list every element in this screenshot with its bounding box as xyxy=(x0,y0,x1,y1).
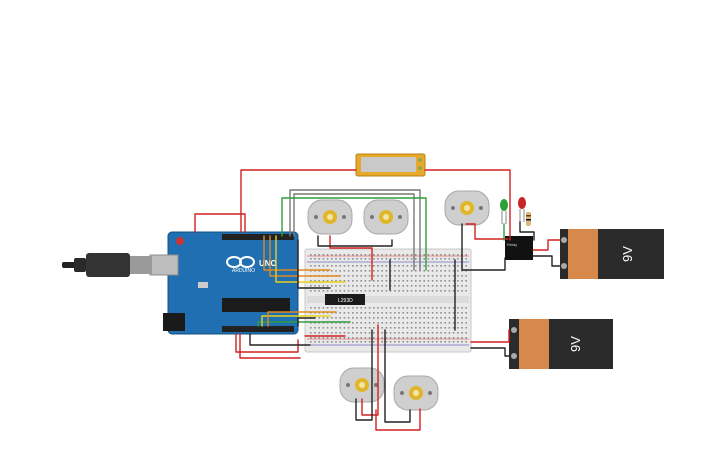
wire-black-battery-top xyxy=(532,255,561,267)
arduino-model-label: UNO xyxy=(259,259,277,268)
relay-label: Relay xyxy=(507,242,517,247)
wire-yellow-1 xyxy=(275,235,346,283)
wire-grey-lcd xyxy=(289,189,421,271)
wires[interactable] xyxy=(194,169,561,431)
wire-orange-1 xyxy=(263,235,331,271)
wire-black-battery-bottom xyxy=(470,347,510,357)
motor-top-right[interactable] xyxy=(444,190,490,226)
motor-bottom-left[interactable] xyxy=(339,367,385,403)
wire-red-battery-bottom xyxy=(470,329,510,343)
wire-red-bottom-loop xyxy=(239,333,301,359)
resistor[interactable] xyxy=(526,212,531,226)
wire-red-motor-down xyxy=(235,333,299,353)
wire-black-motor-bottom xyxy=(355,329,373,421)
wire-red-lcd-power xyxy=(240,169,357,233)
wire-red-motor1 xyxy=(361,324,379,416)
wire-red-top-motors xyxy=(329,235,373,281)
wire-yellow-2 xyxy=(261,315,331,327)
wire-red-board-left xyxy=(194,213,246,233)
wire-black-relay-led xyxy=(519,221,535,241)
wire-grey-lcd2 xyxy=(293,193,415,271)
wire-black-right-motor xyxy=(461,223,506,271)
battery-9v-bottom[interactable]: 9V xyxy=(509,319,613,369)
red-led[interactable] xyxy=(518,197,526,222)
breadboard[interactable] xyxy=(304,248,472,353)
motor-top-center[interactable] xyxy=(363,199,409,235)
wire-orange-3 xyxy=(267,311,337,327)
driver-chip-label: L293D xyxy=(338,298,353,304)
wire-black-motor-bottom2 xyxy=(384,329,411,423)
battery-9v-top[interactable]: 9V xyxy=(560,229,664,279)
motor-top-left[interactable] xyxy=(307,199,353,235)
breadboard-holes xyxy=(310,254,467,343)
battery-top-label: 9V xyxy=(620,246,635,262)
wire-red-lcd-right xyxy=(424,169,511,241)
arduino-logo xyxy=(226,256,255,268)
wire-green-board-bus xyxy=(257,321,351,327)
arduino-uno-board[interactable]: ARDUINO UNO xyxy=(149,231,299,335)
wire-green-lcd xyxy=(281,197,427,271)
wire-red-motor2 xyxy=(375,408,421,431)
battery-bottom-label: 9V xyxy=(568,336,583,352)
wire-black-jumper-1 xyxy=(297,239,331,289)
wire-black-jumper-2 xyxy=(297,317,316,327)
wire-orange-2 xyxy=(269,235,341,277)
motor-bottom-right[interactable] xyxy=(393,375,439,411)
relay-module[interactable]: Relay xyxy=(505,236,533,260)
usb-cable[interactable] xyxy=(62,253,152,277)
green-led[interactable] xyxy=(500,199,508,224)
wire-red-right-motor xyxy=(465,223,476,240)
motor-driver-chip[interactable]: L293D xyxy=(325,294,365,305)
wire-black-motors xyxy=(317,235,393,247)
wire-red-battery-top xyxy=(532,239,561,251)
arduino-brand-label: ARDUINO xyxy=(232,268,255,274)
lcd-display[interactable] xyxy=(355,153,426,177)
wire-black-board-gnd xyxy=(249,333,311,346)
